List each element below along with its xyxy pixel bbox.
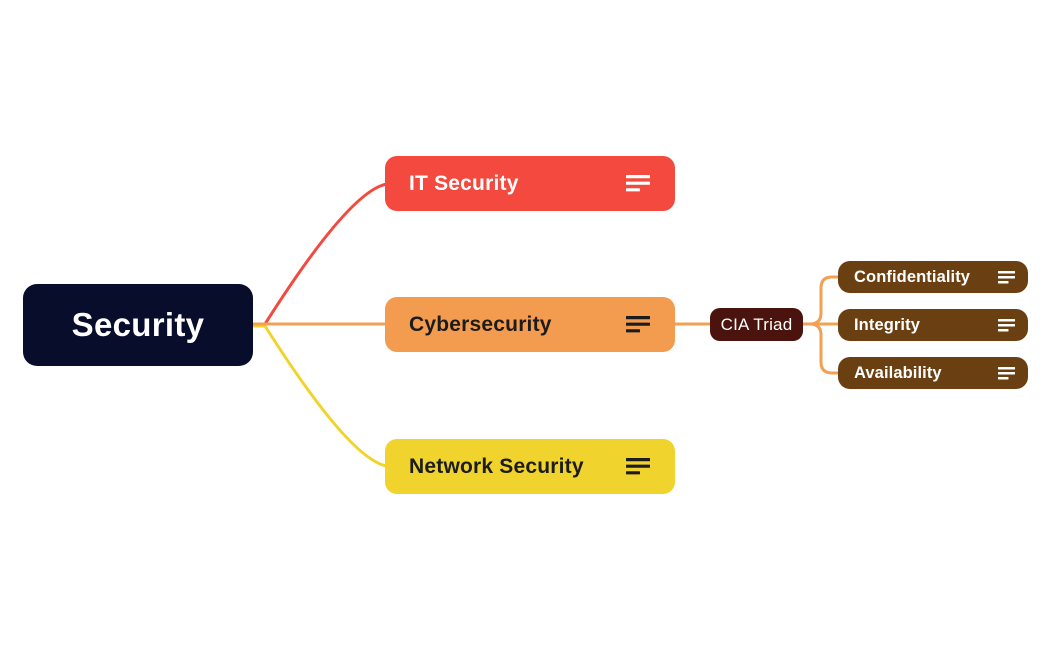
align-left-notes-icon[interactable] [626, 458, 650, 475]
node-availability[interactable]: Availability [838, 357, 1028, 389]
node-security[interactable]: Security [23, 284, 253, 366]
node-network-security[interactable]: Network Security [385, 439, 675, 494]
node-confidentiality-label: Confidentiality [854, 267, 971, 286]
connector-cia-triad-to-availability [800, 322, 841, 375]
node-integrity[interactable]: Integrity [838, 309, 1028, 341]
align-left-notes-icon[interactable] [998, 366, 1015, 380]
node-confidentiality[interactable]: Confidentiality [838, 261, 1028, 293]
connector-security-to-it-security [249, 182, 389, 326]
node-availability-label: Availability [854, 363, 942, 382]
align-left-notes-icon[interactable] [626, 316, 650, 333]
node-it-security[interactable]: IT Security [385, 156, 675, 211]
node-cybersecurity-label: Cybersecurity [409, 312, 552, 336]
align-left-notes-icon[interactable] [998, 318, 1015, 332]
connector-security-to-network-security [249, 324, 389, 468]
align-left-notes-icon[interactable] [626, 175, 650, 192]
node-network-security-label: Network Security [409, 454, 584, 478]
node-cybersecurity[interactable]: Cybersecurity [385, 297, 675, 352]
node-cia-triad[interactable]: CIA Triad [710, 308, 803, 341]
node-integrity-label: Integrity [854, 315, 920, 334]
node-cia-triad-label: CIA Triad [720, 314, 793, 334]
node-security-label: Security [71, 306, 205, 343]
connector-cia-triad-to-confidentiality [800, 275, 841, 326]
node-it-security-label: IT Security [409, 171, 519, 195]
align-left-notes-icon[interactable] [998, 270, 1015, 284]
